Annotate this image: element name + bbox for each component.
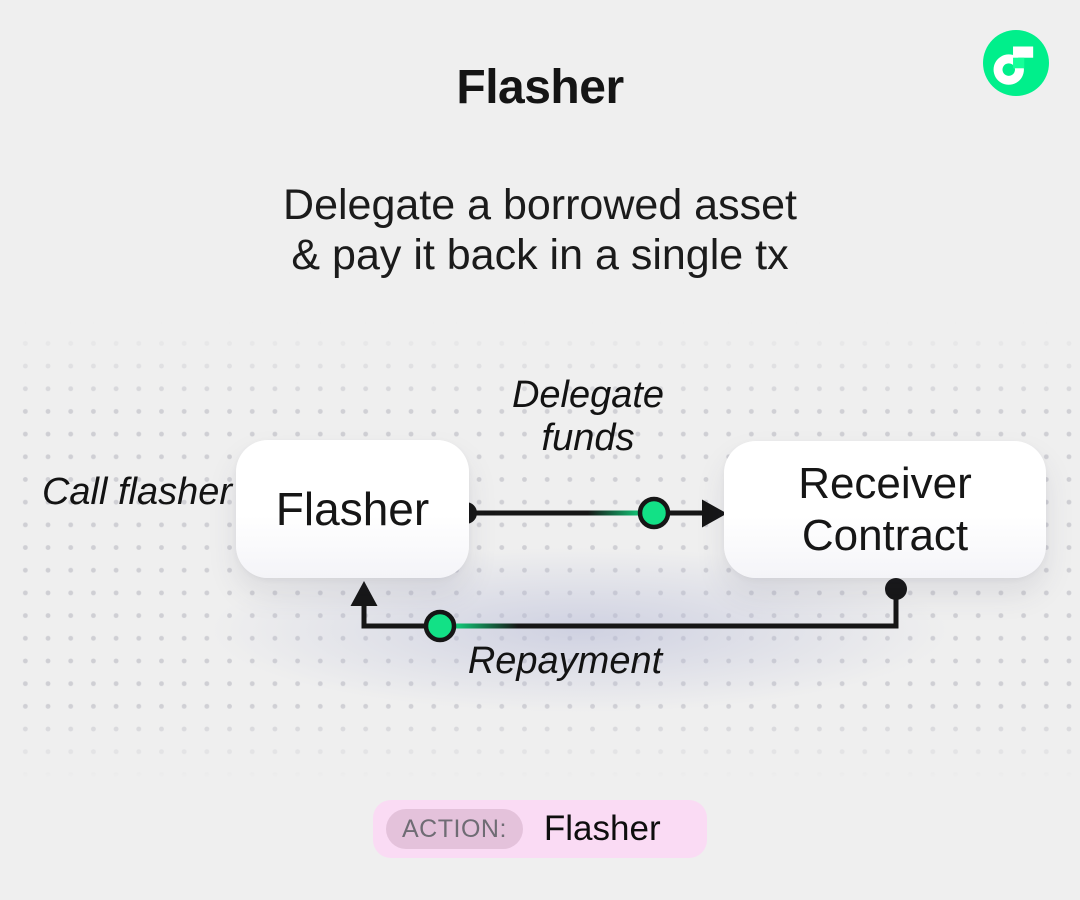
page-subtitle-line1: Delegate a borrowed asset (283, 181, 797, 229)
action-badge: ACTION: Flasher (373, 800, 707, 858)
node-flasher: Flasher (236, 440, 469, 578)
page-subtitle: Delegate a borrowed asset & pay it back … (0, 180, 1080, 280)
label-call-flasher: Call flasher (41, 471, 233, 513)
label-repayment: Repayment (467, 640, 663, 682)
label-delegate-funds: Delegate funds (511, 374, 665, 459)
action-badge-value: Flasher (543, 809, 661, 848)
page-title: Flasher (456, 61, 624, 114)
action-badge-chip: ACTION: (386, 809, 523, 849)
page-subtitle-line2: & pay it back in a single tx (291, 231, 789, 279)
node-receiver-contract: Receiver Contract (724, 441, 1046, 578)
flow-logo-icon (983, 30, 1049, 96)
